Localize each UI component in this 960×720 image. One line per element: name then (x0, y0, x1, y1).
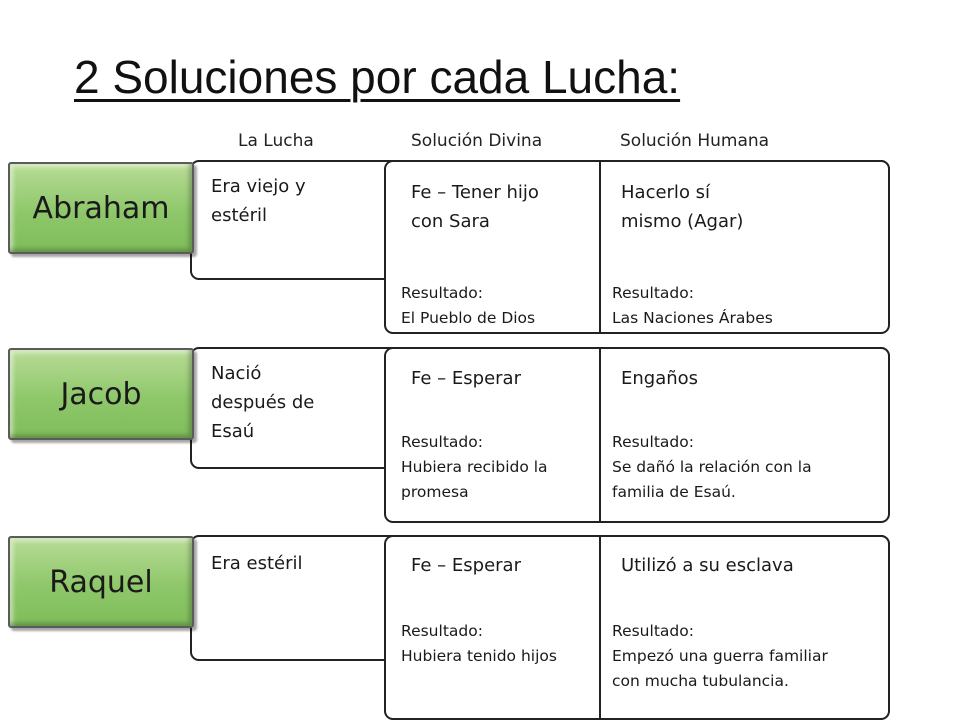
lucha-text-jacob: Nació después de Esaú (211, 363, 315, 442)
humana-result-raquel: Resultado: Empezó una guerra familiar co… (612, 622, 828, 690)
solution-divider-abraham (599, 160, 601, 334)
solution-divider-raquel (599, 535, 601, 720)
person-jacob: Jacob (8, 348, 194, 440)
solution-box-raquel (384, 535, 890, 720)
column-header-solucion-divina: Solución Divina (411, 131, 543, 151)
lucha-text-raquel: Era estéril (211, 553, 303, 574)
column-header-solucion-humana: Solución Humana (620, 131, 770, 151)
divina-text-jacob: Fe – Esperar (411, 368, 521, 389)
divina-result-raquel: Resultado: Hubiera tenido hijos (401, 622, 557, 665)
solution-box-abraham (384, 160, 890, 334)
humana-text-jacob: Engaños (621, 368, 699, 389)
humana-text-raquel: Utilizó a su esclava (621, 555, 794, 576)
divina-result-abraham: Resultado: El Pueblo de Dios (401, 284, 536, 327)
lucha-text-abraham: Era viejo y estéril (211, 176, 306, 226)
divina-text-abraham: Fe – Tener hijo con Sara (411, 182, 539, 232)
solution-divider-jacob (599, 347, 601, 523)
person-raquel: Raquel (8, 536, 194, 628)
humana-result-jacob: Resultado: Se dañó la relación con la fa… (612, 433, 812, 501)
solution-box-jacob (384, 347, 890, 523)
person-abraham: Abraham (8, 162, 194, 254)
column-header-la-lucha: La Lucha (238, 131, 314, 151)
humana-result-abraham: Resultado: Las Naciones Árabes (612, 284, 773, 327)
divina-result-jacob: Resultado: Hubiera recibido la promesa (401, 433, 548, 501)
slide-title: 2 Soluciones por cada Lucha: (74, 51, 681, 103)
humana-text-abraham: Hacerlo sí mismo (Agar) (621, 182, 744, 232)
divina-text-raquel: Fe – Esperar (411, 555, 521, 576)
